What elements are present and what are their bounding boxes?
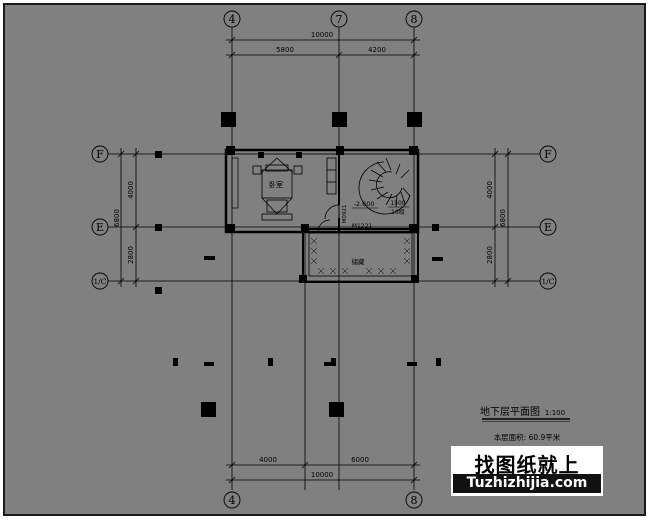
axis-label-f-right: F <box>544 148 552 161</box>
dim-right-seg2: 2800 <box>486 246 494 264</box>
door-label-m0921: M0921 <box>342 205 348 224</box>
axis-label-1c-left: 1/C <box>93 277 106 286</box>
wall-columns <box>226 146 419 283</box>
bed-furniture <box>252 157 303 221</box>
top-dimensions <box>226 36 420 59</box>
drawing-sheet <box>3 3 646 516</box>
axis-label-f-left: F <box>96 148 104 161</box>
dim-bottom-seg2: 6000 <box>351 456 369 464</box>
axis-label-8-bottom: 8 <box>411 494 418 507</box>
dim-top-seg1: 5800 <box>276 46 294 54</box>
axis-label-e-right: E <box>544 221 552 234</box>
axis-label-1c-right: 1/C <box>541 277 554 286</box>
door-label-m1221: M1221 <box>352 223 373 230</box>
dim-top-seg2: 4200 <box>368 46 386 54</box>
cabinet-left <box>231 157 239 209</box>
axis-bubbles <box>91 10 557 509</box>
spiral-staircase <box>358 157 411 215</box>
plan-title: 地下层平面图 <box>480 405 540 418</box>
watermark-logo: 找图纸就上 Tuzhizhijia.com <box>451 446 603 496</box>
room-label-bedroom: 卧室 <box>269 180 283 189</box>
dim-right-seg1: 4000 <box>486 181 494 199</box>
right-dimensions <box>491 148 512 287</box>
axis-label-8-top: 8 <box>411 13 418 26</box>
axis-label-4-top: 4 <box>229 13 236 26</box>
dim-left-seg1: 4000 <box>127 181 135 199</box>
axis-label-e-left: E <box>96 221 104 234</box>
dim-right-total: 6800 <box>499 209 507 227</box>
area-note: 本层面积: 60.9平米 <box>494 432 561 442</box>
axis-label-4-bottom: 4 <box>229 494 236 507</box>
storage-hatch <box>310 237 411 275</box>
walls <box>224 148 420 283</box>
plan-scale: 1:100 <box>545 409 565 417</box>
bottom-dimensions <box>226 461 420 484</box>
dim-left-seg2: 2800 <box>127 246 135 264</box>
room-label-storage: 储藏 <box>352 257 366 266</box>
dim-bottom-total: 10000 <box>311 471 333 479</box>
wardrobe <box>326 157 337 195</box>
door-swings <box>317 204 340 233</box>
stair-width-label: 1500 <box>390 200 405 207</box>
left-dimensions <box>117 148 140 287</box>
stair-steps-label: 16级 <box>391 208 405 216</box>
axis-label-7-top: 7 <box>336 13 343 26</box>
dim-top-total: 10000 <box>311 31 333 39</box>
watermark-url-text: Tuzhizhijia.com <box>453 474 601 493</box>
level-mark: -2.600 <box>354 200 375 208</box>
dim-left-total: 6800 <box>113 209 121 227</box>
watermark-cn-text: 找图纸就上 <box>474 453 580 477</box>
structural-columns <box>155 112 443 417</box>
dim-bottom-seg1: 4000 <box>259 456 277 464</box>
